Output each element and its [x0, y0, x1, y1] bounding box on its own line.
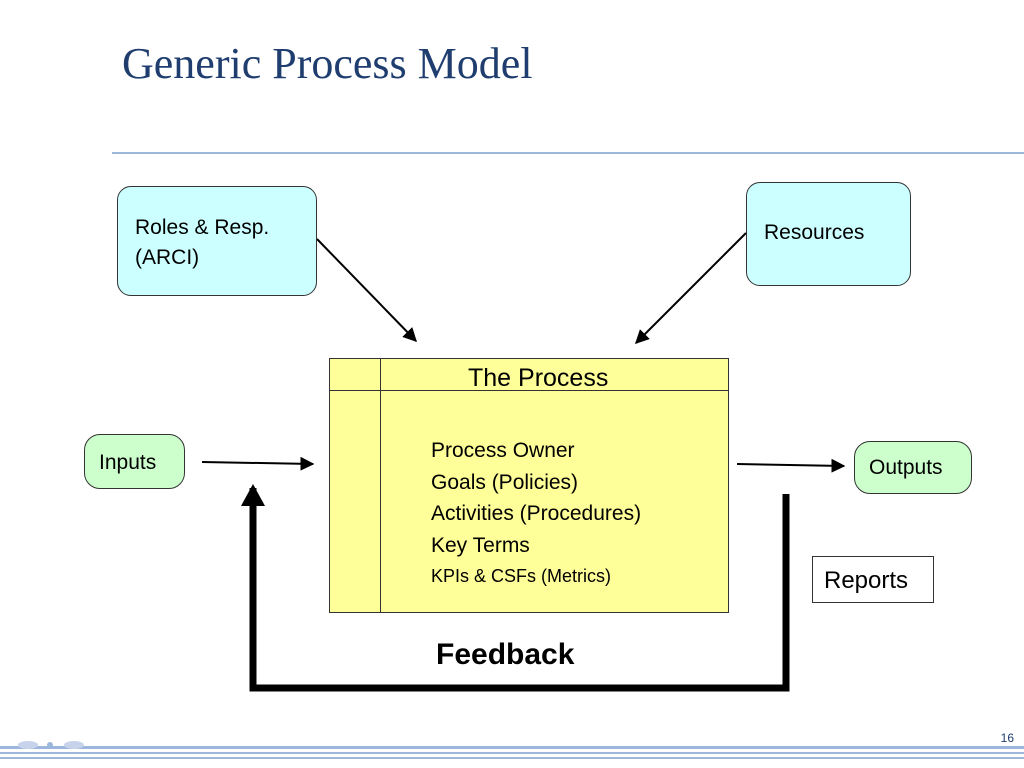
- page-number: 16: [1000, 731, 1014, 745]
- roles-box: Roles & Resp. (ARCI): [117, 186, 317, 296]
- process-title: The Process: [468, 364, 609, 392]
- roles-label-line1: Roles & Resp.: [135, 216, 270, 239]
- process-item-owner: Process Owner: [431, 439, 575, 462]
- slide-title: Generic Process Model: [122, 39, 533, 88]
- reports-box: Reports: [812, 556, 934, 603]
- footer-rule-middle: [0, 752, 1024, 754]
- inputs-label: Inputs: [99, 451, 157, 474]
- footer-logo-icon: [18, 741, 84, 749]
- process-box: The Process Process Owner Goals (Policie…: [329, 358, 729, 613]
- feedback-label: Feedback: [436, 638, 575, 671]
- footer-rule-top: [0, 746, 1024, 749]
- process-item-key-terms: Key Terms: [431, 533, 530, 557]
- title-divider: [112, 152, 1024, 154]
- reports-label: Reports: [824, 567, 909, 594]
- process-item-kpis: KPIs & CSFs (Metrics): [431, 566, 612, 586]
- feedback-loop-arrow: [249, 488, 790, 692]
- resources-box: Resources: [746, 182, 911, 286]
- feedback-arrowhead: [241, 484, 265, 506]
- roles-label-line2: (ARCI): [135, 246, 200, 269]
- process-item-list: Process Owner Goals (Policies) Activitie…: [431, 435, 641, 593]
- process-side-divider: [380, 359, 381, 612]
- process-item-goals: Goals (Policies): [431, 470, 579, 494]
- arrow-inputs-to-process: [201, 456, 315, 471]
- outputs-label: Outputs: [869, 456, 943, 479]
- outputs-box: Outputs: [854, 441, 972, 494]
- arrow-roles-to-process: [316, 238, 417, 343]
- process-header-divider: [330, 390, 728, 391]
- resources-label: Resources: [764, 221, 865, 244]
- process-item-activities: Activities (Procedures): [431, 502, 642, 525]
- arrow-process-to-outputs: [736, 458, 846, 473]
- footer-rule-bottom: [0, 757, 1024, 759]
- inputs-box: Inputs: [84, 434, 185, 489]
- arrow-resources-to-process: [635, 232, 747, 344]
